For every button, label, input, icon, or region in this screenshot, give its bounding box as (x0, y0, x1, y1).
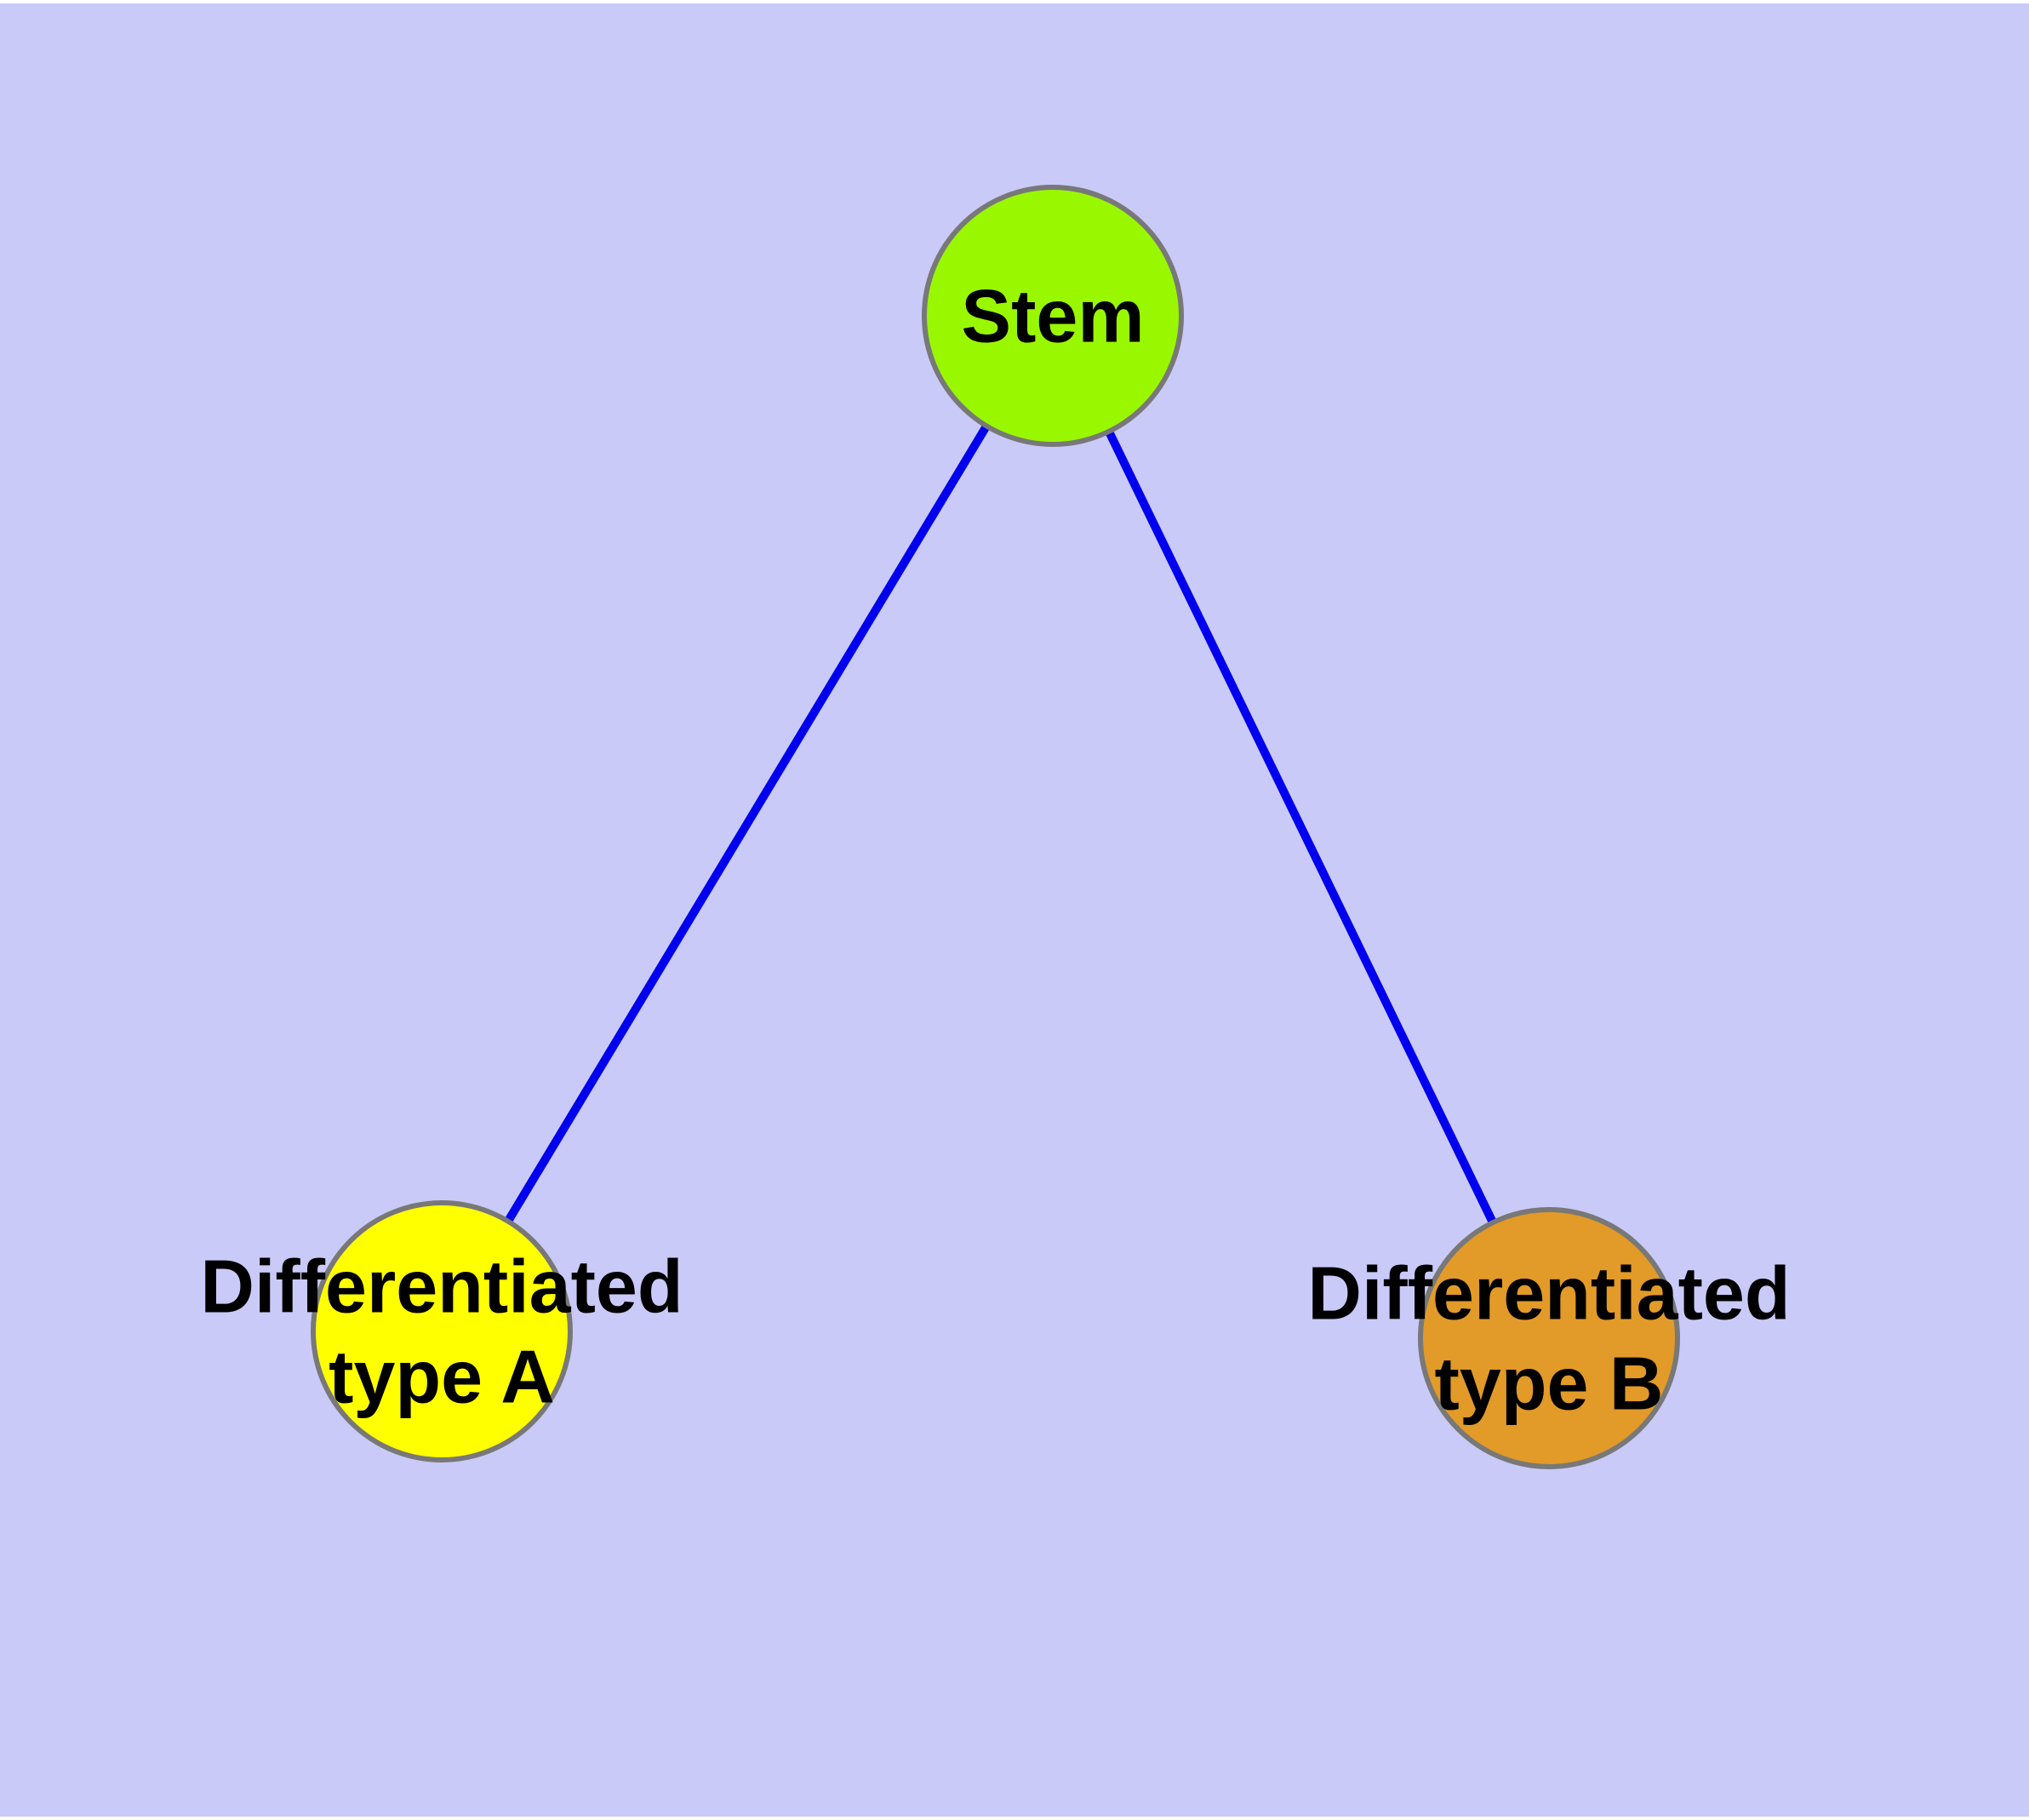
node-label-differentiated-type-b-line-0: Differentiated (1307, 1251, 1790, 1336)
edge-stem-to-differentiated-type-a (437, 313, 1057, 1334)
node-label-differentiated-type-b-line-1: type B (1435, 1342, 1664, 1426)
node-circle-differentiated-type-a (311, 1200, 573, 1462)
node-label-differentiated-type-a-line-1: type A (329, 1335, 555, 1419)
node-label-differentiated-type-a-line-0: Differentiated (200, 1245, 683, 1329)
node-circle-differentiated-type-b (1418, 1207, 1680, 1469)
node-circle-stem (922, 185, 1184, 447)
node-label-stem-line-0: Stem (961, 274, 1144, 358)
edge-stem-to-differentiated-type-b (1049, 313, 1553, 1341)
